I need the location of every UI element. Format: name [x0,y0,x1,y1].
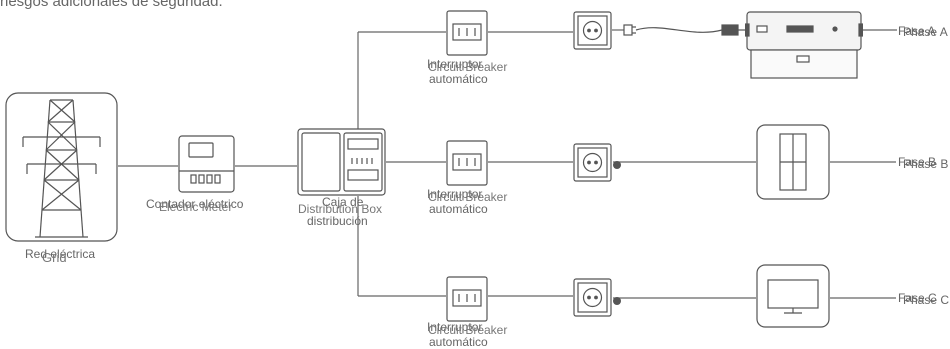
branch-a-breaker-es-1: Interruptor [427,57,483,71]
grid-label-es: Red eléctrica [25,247,96,261]
header-text: riesgos adicionales de seguridad. [0,0,223,10]
meter-label-en: Electric Meter [159,200,233,214]
branch-a-breaker-es-2: automático [429,72,488,86]
distribution-label-en: Distribution Box [298,202,383,216]
distribution-label-es-2: distribución [307,214,368,228]
branch-c-breaker-es-2: automático [429,335,488,349]
distribution-label-es-1: Caja de [322,195,364,209]
branch-b-breaker-en: Circuit Breaker [428,190,508,204]
plug-cable-icon [622,20,747,40]
branch-b-breaker-es-1: Interruptor [427,187,483,201]
circuit-breaker-icon [446,140,488,186]
branch-c-phase-es: Fase C [898,291,937,305]
power-outlet-icon [573,143,612,182]
branch-a-phase-es: Fase A [898,24,936,38]
branch-b-breaker-es-2: automático [429,202,488,216]
television-icon [756,264,830,328]
circuit-breaker-icon [446,10,488,56]
connector-dot-icon [612,157,622,169]
circuit-breaker-icon [446,276,488,322]
power-outlet-icon [573,278,612,317]
branch-c-breaker-en: Circuit Breaker [428,323,508,337]
distribution-box-icon [297,128,386,196]
branch-a-phase-en: Phase A [903,25,948,39]
electric-meter-icon [178,135,235,193]
grid-label-en: Grid [42,250,67,265]
connector-dot-icon [612,293,622,305]
branch-c-breaker-es-1: Interruptor [427,320,483,334]
power-outlet-icon [573,11,612,50]
branch-a-breaker-en: Circuit Breaker [428,60,508,74]
branch-b-phase-en: Phase B [903,157,949,171]
meter-label-es: Contador eléctrico [146,197,244,211]
branch-b-phase-es: Fase B [898,155,937,169]
branch-c-phase-en: Phase C [903,293,950,307]
power-station-icon [744,10,864,82]
grid-tower-icon [5,92,118,242]
refrigerator-icon [756,124,830,200]
